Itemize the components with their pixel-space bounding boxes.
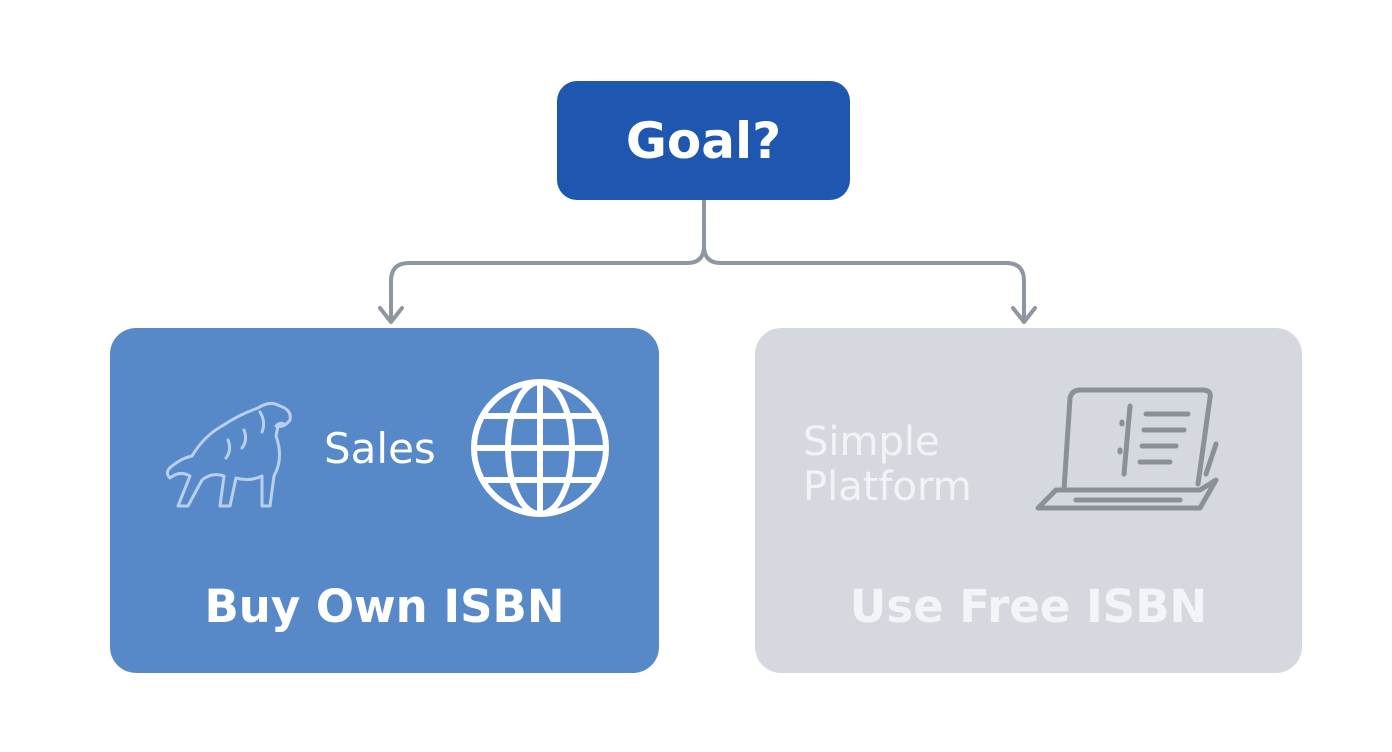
goal-label: Goal? <box>625 111 782 170</box>
option-buy-own-isbn: Sales Buy Own ISBN <box>110 328 659 673</box>
option-use-free-isbn: Simple Platform Use Free ISBN <box>755 328 1302 673</box>
option-title-buy: Buy Own ISBN <box>204 580 565 633</box>
laptop-icon <box>1035 387 1219 511</box>
connector-right <box>702 244 1026 320</box>
goal-node: Goal? <box>557 81 850 200</box>
label-simple-platform: Simple Platform <box>803 420 972 510</box>
label-platform: Platform <box>803 464 972 510</box>
label-simple: Simple <box>803 419 940 465</box>
arrow-right <box>1011 306 1037 324</box>
option-title-free: Use Free ISBN <box>849 580 1208 633</box>
label-sales: Sales <box>324 424 436 473</box>
connector-trunk <box>389 198 706 320</box>
globe-icon <box>471 379 609 517</box>
arrow-left <box>378 306 404 324</box>
dog-icon <box>165 401 292 508</box>
